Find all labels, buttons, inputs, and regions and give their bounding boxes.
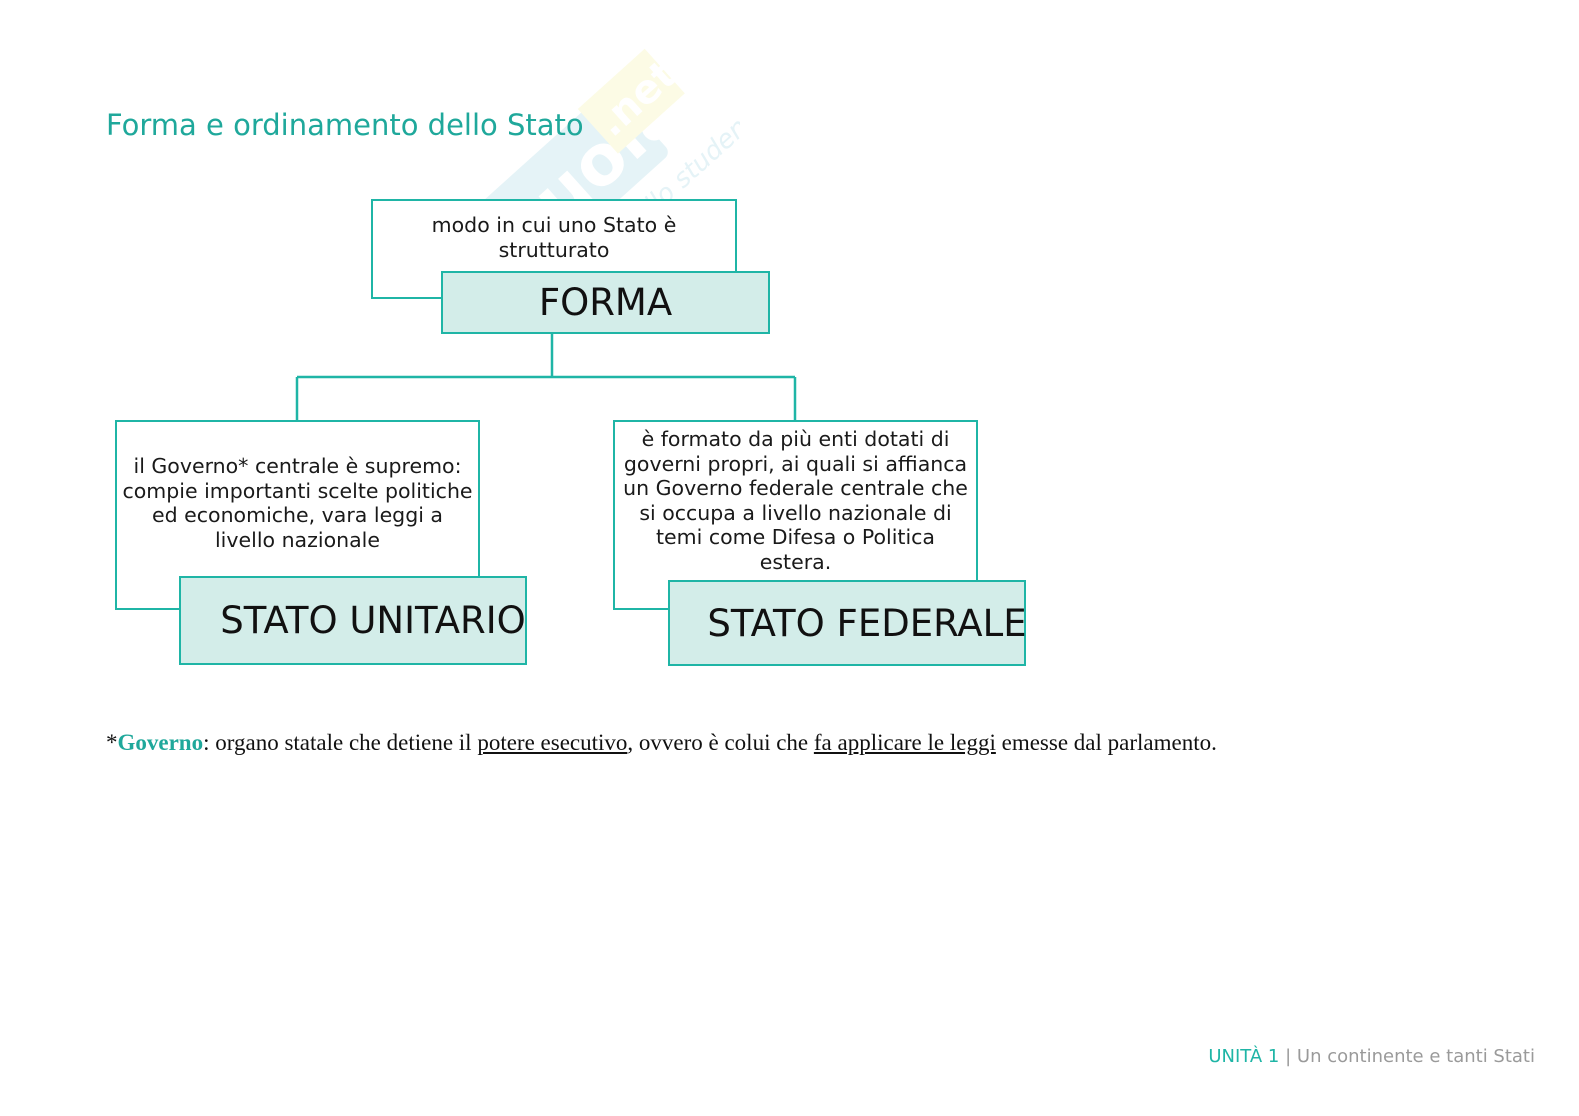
footer-separator: | (1285, 1046, 1292, 1067)
footer-subtitle: Un continente e tanti Stati (1296, 1046, 1535, 1067)
footnote-text-1: : organo statale che detiene il (203, 730, 478, 755)
footnote-underlined-1: potere esecutivo (477, 730, 628, 755)
forma-description: modo in cui uno Stato è strutturato (431, 213, 677, 262)
stato-federale-label: STATO FEDERALE (707, 601, 1027, 645)
stato-unitario-label-box: STATO UNITARIO (179, 576, 527, 665)
stato-unitario-description: il Governo* centrale è supremo: compie i… (122, 454, 473, 552)
footnote-underlined-2: fa applicare le leggi (813, 730, 996, 755)
footer-unit: UNITÀ 1 (1208, 1046, 1280, 1067)
page-footer: UNITÀ 1 | Un continente e tanti Stati (1208, 1046, 1535, 1067)
stato-federale-description-box: è formato da più enti dotati di governi … (613, 420, 978, 610)
forma-label-box: FORMA (441, 271, 770, 334)
page-title: Forma e ordinamento dello Stato (106, 108, 584, 142)
footnote-asterisk: * (106, 730, 118, 755)
footnote-text-3: emesse dal parlamento. (995, 730, 1217, 755)
forma-label: FORMA (538, 281, 673, 324)
stato-unitario-label: STATO UNITARIO (220, 599, 526, 642)
governo-footnote: *Governo: organo statale che detiene il … (106, 730, 1217, 756)
stato-federale-label-box: STATO FEDERALE (668, 580, 1027, 666)
footnote-term: Governo (117, 730, 204, 755)
stato-federale-description: è formato da più enti dotati di governi … (623, 427, 968, 574)
footnote-text-2: , ovvero è colui che (627, 730, 814, 755)
